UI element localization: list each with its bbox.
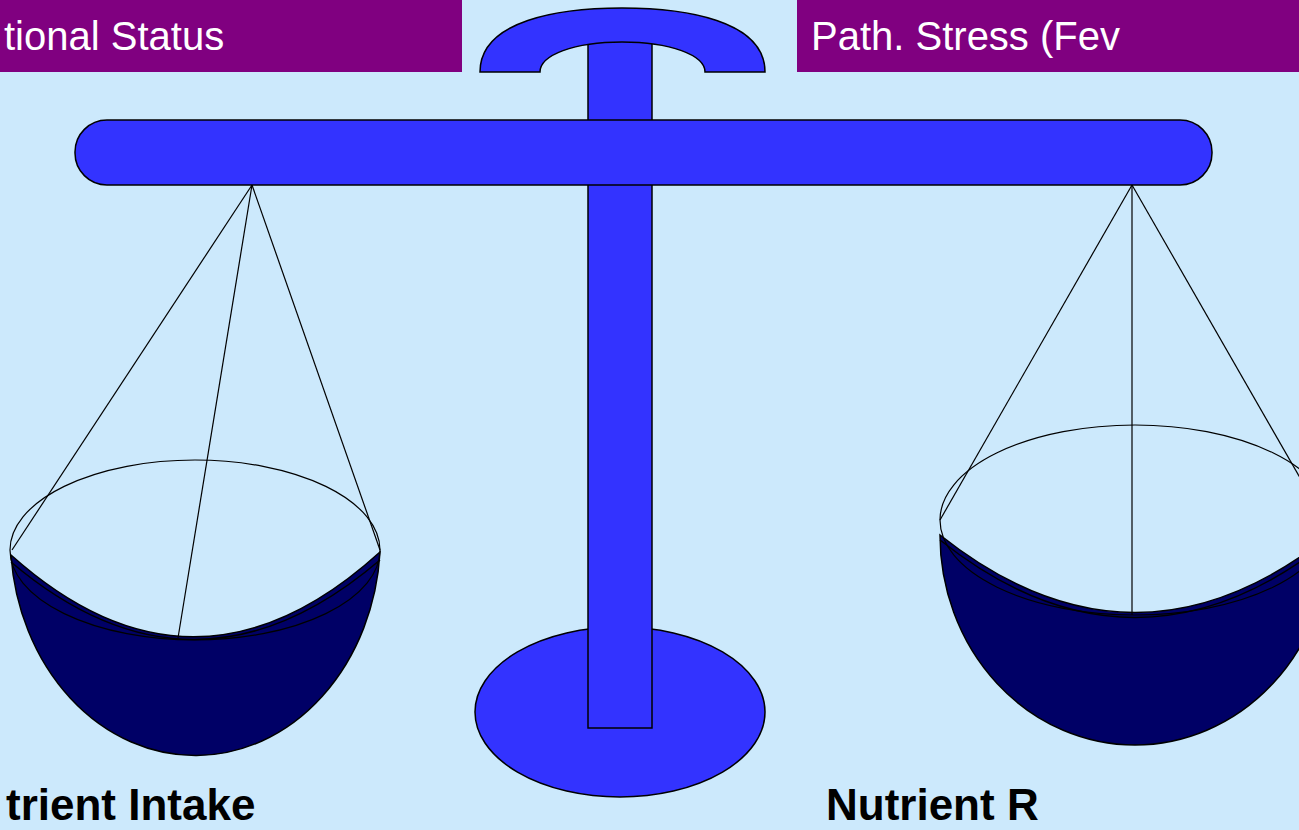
requirement-label: Nutrient R <box>826 782 1039 828</box>
right-string <box>1131 185 1132 615</box>
scale-hook <box>480 8 765 72</box>
left-pan-bowl <box>11 552 380 756</box>
left-string <box>12 185 252 550</box>
intake-label: trient Intake <box>6 782 255 828</box>
right-string <box>1132 185 1299 530</box>
stress-box: Path. Stress (Fev <box>797 0 1299 72</box>
right-pan-edge <box>940 540 1299 618</box>
status-box: tional Status <box>0 0 462 72</box>
left-string <box>252 185 380 550</box>
box-text: Path. Stress (Fev <box>811 14 1120 58</box>
right-pan-rim <box>940 425 1299 615</box>
left-pan-rim <box>10 460 380 640</box>
box-text: tional Status <box>4 14 224 58</box>
left-pan-edge <box>11 560 380 640</box>
left-string <box>178 185 252 638</box>
right-string <box>940 185 1132 520</box>
right-pan-bowl <box>940 535 1299 745</box>
scale-beam <box>75 120 1212 185</box>
